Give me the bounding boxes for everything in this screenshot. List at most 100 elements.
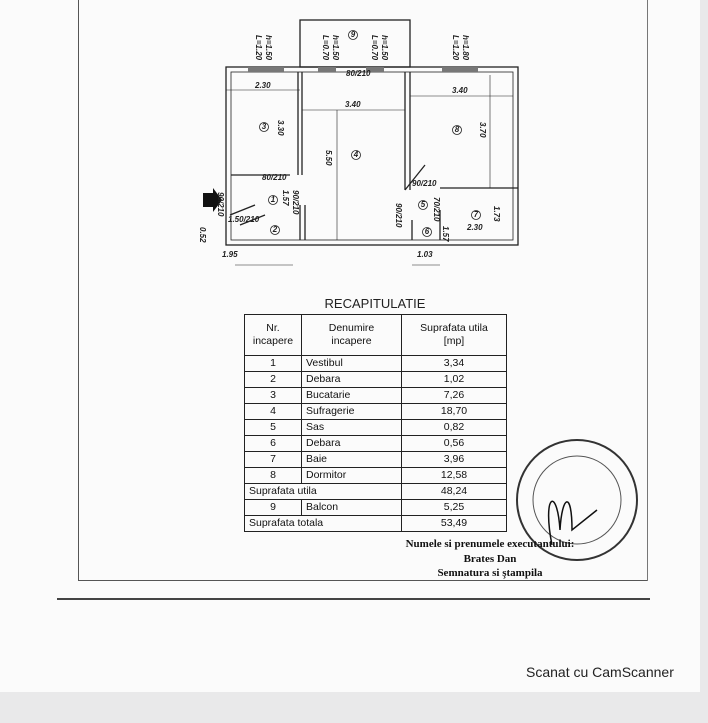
dimension-label: 3.30 [276,120,285,136]
cell-name: Balcon [301,499,402,516]
cell-name: Dormitor [301,467,402,484]
door-label: 90/210 [291,190,300,215]
cell-area: 0,82 [401,419,507,436]
window-label: h=1.50 [380,35,389,61]
balcony-row: 9 Balcon 5,25 [244,499,507,516]
cell-name: Vestibul [301,355,402,372]
subtotal-area: 48,24 [401,483,507,500]
room-number: 8 [455,125,460,134]
frame-border [647,0,648,581]
executor-name: Brates Dan [463,552,517,565]
window-label: L=1.20 [451,35,460,61]
dimension-label: 2.30 [466,223,483,232]
subtotal-row: Suprafata utila 48,24 [244,483,507,500]
cell-nr: 3 [244,387,302,404]
door-label: 90/210 [216,192,225,217]
floor-plan: L=1.20 h=1.50 L=0.70 h=1.50 L=0.70 h=1.5… [198,19,519,266]
dimension-label: 3.40 [345,100,361,109]
signature-label: Semnatura si ştampila [437,567,543,579]
dimension-label: 1.95 [222,250,238,259]
dimension-label: 5.50 [324,150,333,166]
cell-name: Baie [301,451,402,468]
total-area: 53,49 [401,515,507,532]
cell-nr: 5 [244,419,302,436]
dimension-label: 1.03 [417,250,433,259]
recap-table: Nr. incapere Denumire incapere Suprafata… [244,314,507,532]
dimension-label: 3.70 [478,122,487,138]
balcony-outline [299,19,411,68]
room-number: 3 [262,122,267,131]
dimension-label: 1.73 [492,206,501,222]
frame-border [78,580,648,581]
room-number: 9 [351,30,356,39]
dimension-label: 3.40 [452,86,468,95]
cell-nr: 7 [244,451,302,468]
dimension-label: 2.30 [254,81,271,90]
cell-area: 12,58 [401,467,507,484]
room-number: 1 [271,195,276,204]
signature [547,500,598,546]
door-label: 80/210 [262,173,287,182]
camscanner-watermark: Scanat cu CamScanner [526,664,674,680]
cell-name: Debara [301,371,402,388]
total-label: Suprafata totala [244,515,402,532]
header-nr: Nr. incapere [244,314,302,356]
total-row: Suprafata totala 53,49 [244,515,507,532]
cell-area: 1,02 [401,371,507,388]
cell-nr: 6 [244,435,302,452]
header-area: Suprafata utila [mp] [401,314,507,356]
cell-nr: 1 [244,355,302,372]
entrance-arrow-icon [203,188,222,212]
cell-name: Sufragerie [301,403,402,420]
cell-nr: 4 [244,403,302,420]
door-label: 70/210 [432,197,441,222]
table-header: Nr. incapere Denumire incapere Suprafata… [244,314,507,356]
room-number: 5 [421,200,426,209]
dimension-label: 1.57 [441,226,450,242]
dimension-label: 0.52 [198,227,207,243]
cell-area: 3,34 [401,355,507,372]
cell-nr: 2 [244,371,302,388]
official-stamp [516,439,638,561]
cell-name: Bucatarie [301,387,402,404]
cell-area: 5,25 [401,499,507,516]
dimension-label: 1.57 [281,190,290,206]
room-number: 7 [474,210,479,219]
window-label: h=1.80 [461,35,470,61]
door-label: 90/210 [412,179,437,188]
recap-title: RECAPITULATIE [324,296,426,311]
divider [57,598,650,600]
cell-nr: 8 [244,467,302,484]
cell-name: Debara [301,435,402,452]
door-label: 90/210 [394,203,403,228]
window-label: h=1.50 [331,35,340,61]
cell-area: 3,96 [401,451,507,468]
door-label: 80/210 [346,69,371,78]
header-name: Denumire incapere [301,314,402,356]
window-label: L=1.20 [254,35,263,61]
door-label: 1.50/210 [228,215,260,224]
frame-border [78,0,79,580]
window-label: h=1.50 [264,35,273,61]
executor-label: Numele si prenumele executantului: [405,538,575,550]
executor-block: Numele si prenumele executantului: Brate… [390,537,590,581]
scanned-page: L=1.20 h=1.50 L=0.70 h=1.50 L=0.70 h=1.5… [0,0,700,692]
window-label: L=0.70 [370,35,379,61]
cell-name: Sas [301,419,402,436]
cell-area: 18,70 [401,403,507,420]
subtotal-label: Suprafata utila [244,483,402,500]
room-number: 2 [272,225,278,234]
room-number: 4 [353,150,359,159]
cell-nr: 9 [244,499,302,516]
cell-area: 7,26 [401,387,507,404]
cell-area: 0,56 [401,435,507,452]
window-label: L=0.70 [321,35,330,61]
